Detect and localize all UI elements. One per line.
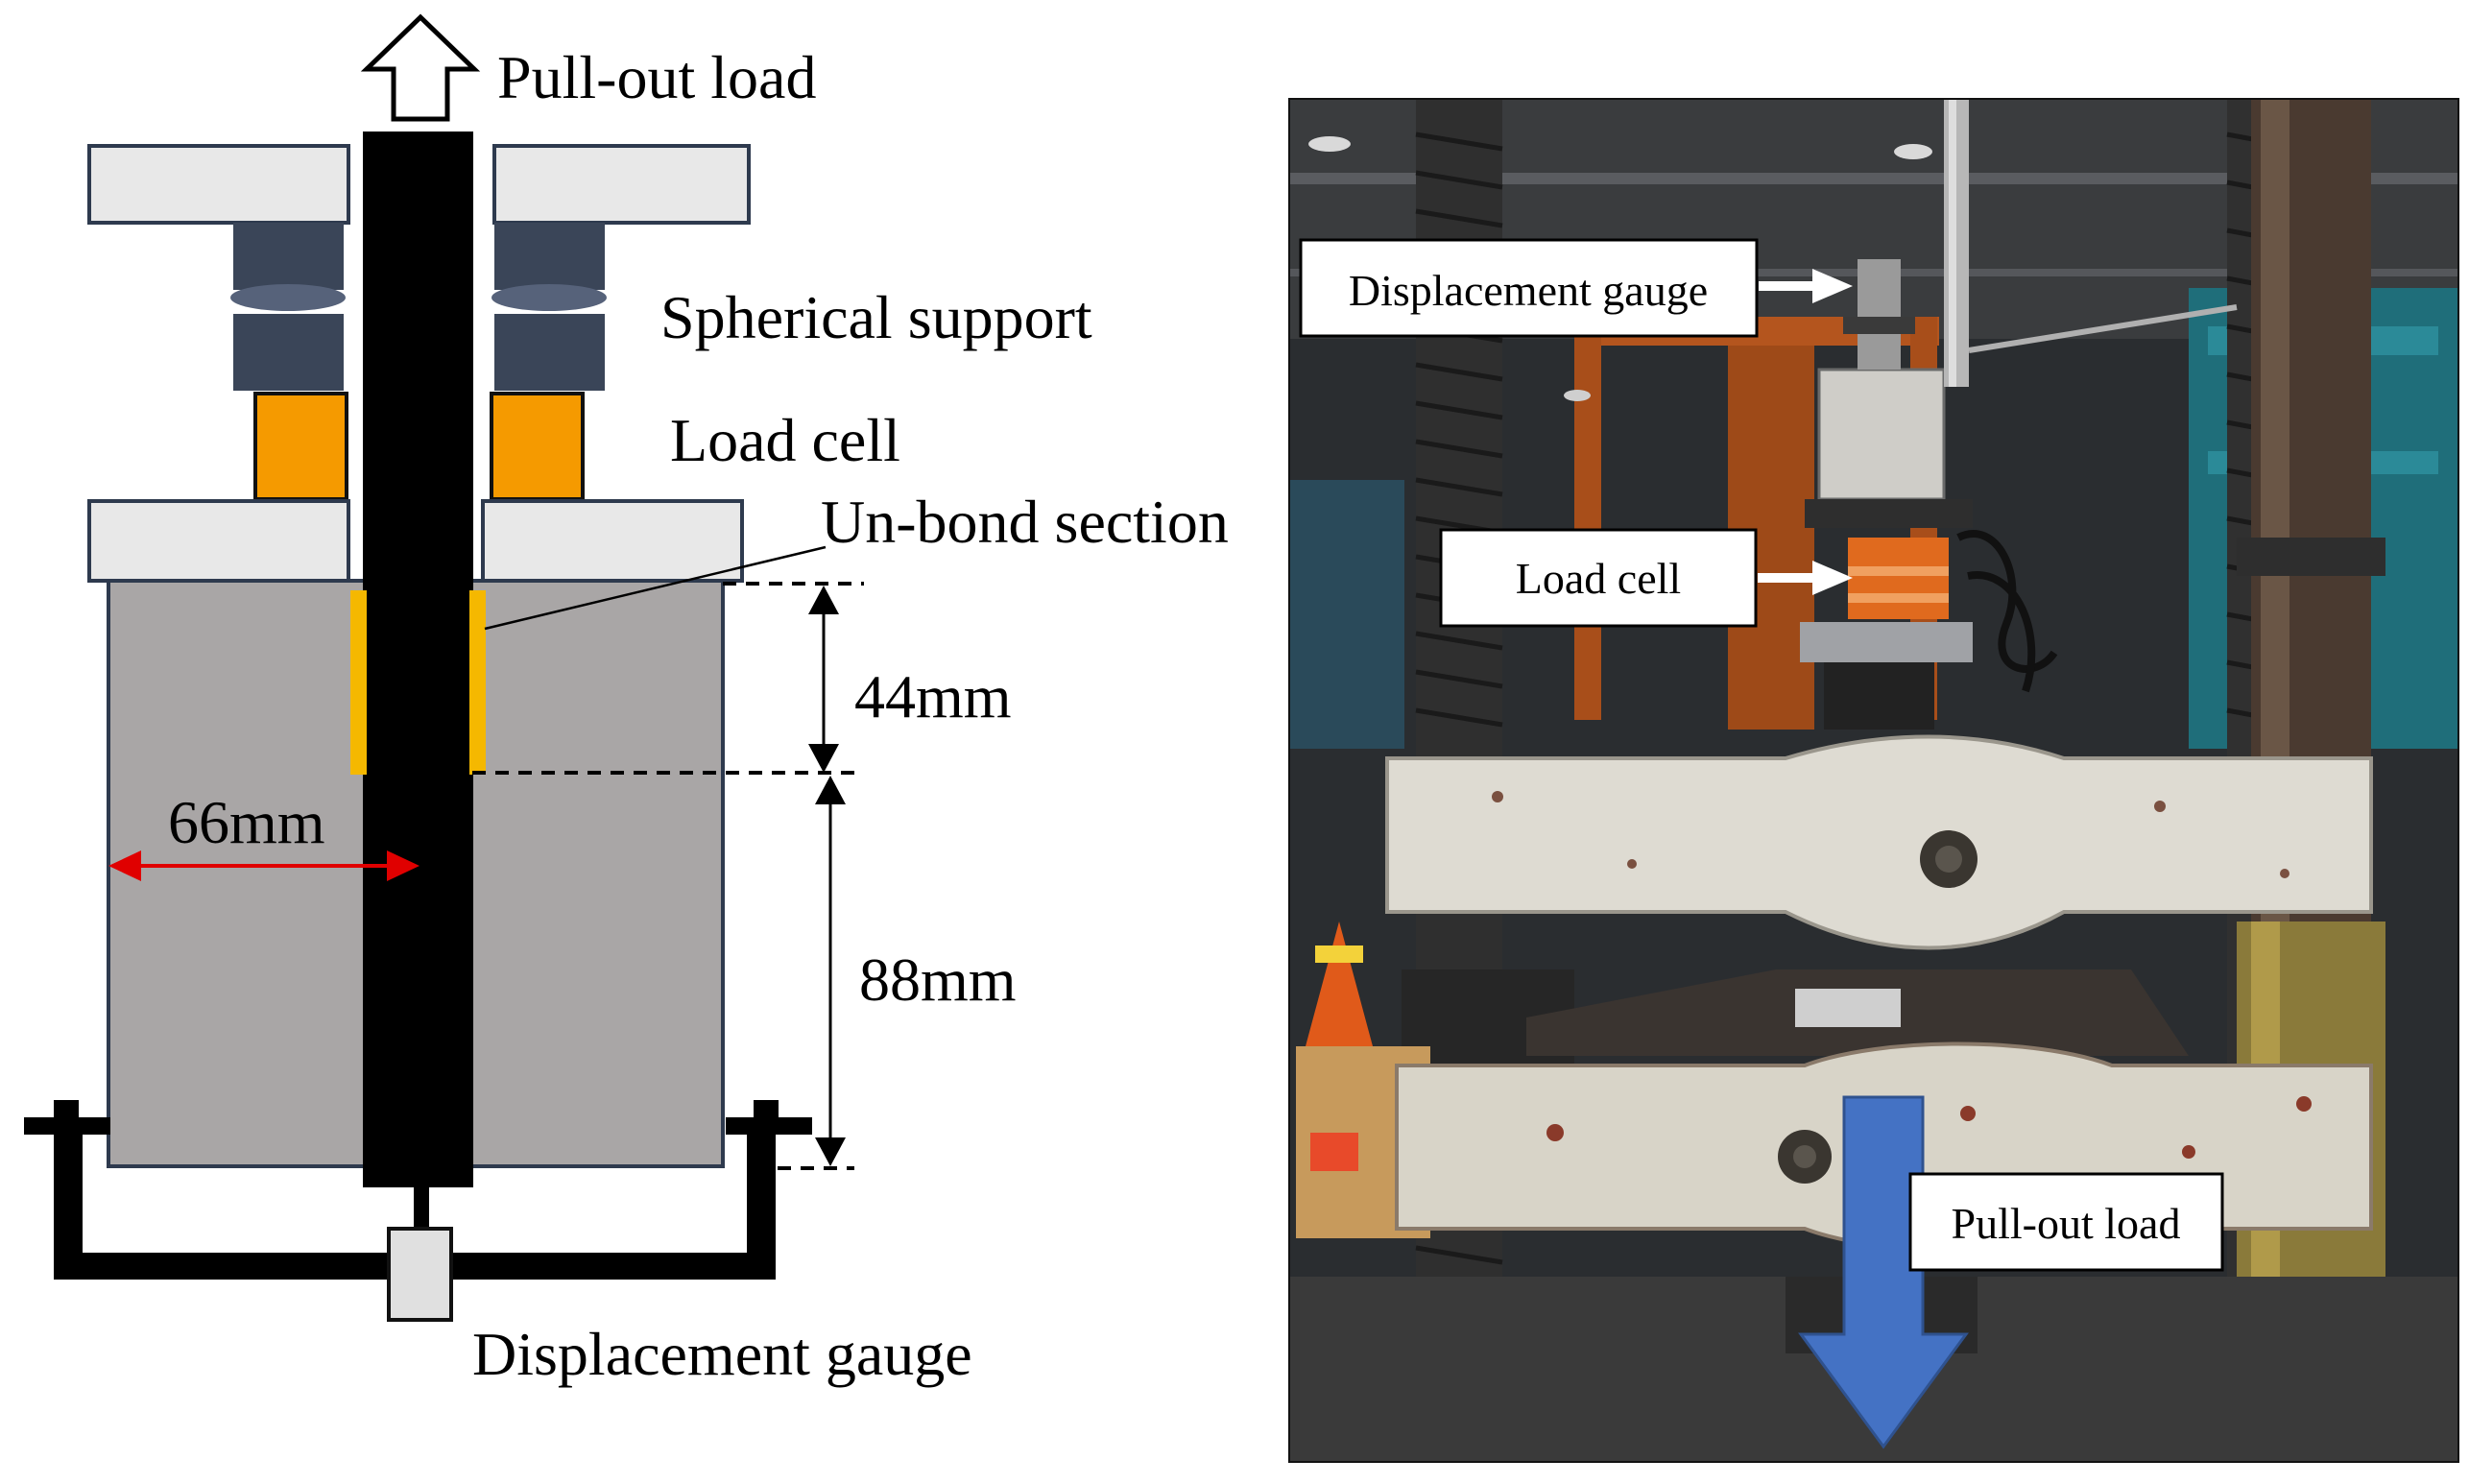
dim-88-arrow — [815, 776, 846, 1166]
bottom-plate-right — [481, 499, 744, 583]
unbond-sleeve-left — [350, 590, 367, 775]
photo-label-box-pull-out-load — [1908, 1172, 2224, 1272]
schematic-label-88mm: 88mm — [859, 945, 1017, 1014]
schematic-label-pull-out-load: Pull-out load — [497, 43, 816, 111]
bottom-plate-left — [87, 499, 350, 583]
schematic-label-spherical-support: Spherical support — [660, 283, 1092, 351]
load-cell-right — [490, 392, 585, 501]
displacement-gauge-body — [387, 1227, 453, 1322]
schematic-label-unbond-section: Un-bond section — [821, 488, 1229, 556]
pull-out-arrow-icon — [360, 13, 481, 122]
upper-crosshead — [1385, 734, 2373, 950]
photo-label-box-load-cell — [1439, 528, 1758, 628]
photo-label-box-displacement-gauge — [1299, 238, 1759, 338]
photo-border — [1288, 98, 2459, 1463]
photo-label-load-cell: Load cell — [1516, 554, 1681, 603]
steel-bar — [363, 132, 473, 1187]
photo-gauge-callout-arrow-icon — [1759, 269, 1853, 303]
spherical-support-left — [230, 223, 346, 391]
dim-44-arrow — [808, 586, 839, 773]
schematic-label-44mm: 44mm — [854, 662, 1012, 730]
unbond-sleeve-right — [469, 590, 486, 775]
unbond-leader-line — [484, 545, 827, 631]
top-plate-right — [492, 144, 751, 225]
photo-loadcell-callout-arrow-icon — [1758, 561, 1853, 595]
schematic-label-66mm: 66mm — [168, 788, 325, 856]
load-cell-left — [253, 392, 348, 501]
photo-pull-out-arrow-icon — [1798, 1095, 1969, 1449]
photo-label-displacement-gauge: Displacement gauge — [1349, 266, 1708, 315]
top-plate-left — [87, 144, 350, 225]
test-setup-photo: Displacement gauge Load cell Pull-out lo… — [1288, 98, 2459, 1463]
spherical-support-right — [491, 223, 607, 391]
schematic-label-displacement-gauge: Displacement gauge — [472, 1320, 972, 1388]
schematic-label-load-cell: Load cell — [670, 406, 900, 474]
schematic-diagram: Pull-out load Spherical support Load cel… — [24, 13, 1229, 1388]
dim-66-arrow — [108, 850, 419, 881]
photo-label-pull-out-load: Pull-out load — [1952, 1199, 2181, 1248]
